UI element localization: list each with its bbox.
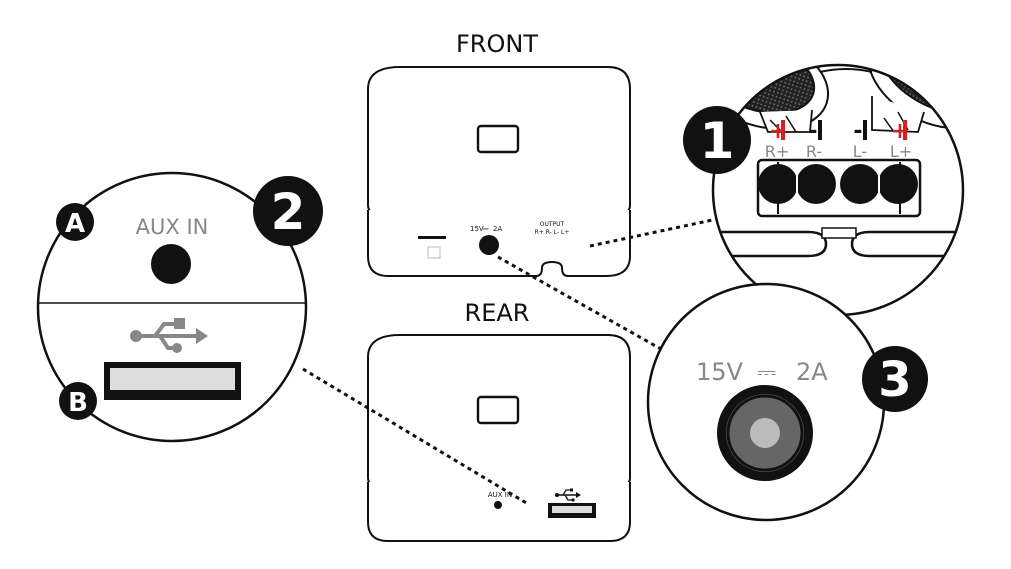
rear-display-window [476, 395, 520, 425]
front-output-label: OUTPUT [540, 221, 565, 228]
callout-2-badge-b-label: B [68, 388, 88, 418]
callout-2-number: 2 [271, 183, 306, 241]
leader-lines [302, 216, 723, 506]
callout-2-aux-label: AUX IN [136, 215, 209, 239]
callout-2-usb-icon [130, 318, 208, 353]
rear-usb-port-inner [552, 506, 592, 513]
callout-1: + R+ - R- - L- + L+ 1 [683, 63, 965, 317]
front-output-pins: R+ R- L- L+ [535, 229, 570, 236]
callout-3-badge [862, 346, 928, 412]
callout-2-usb-port-inner [110, 368, 235, 390]
leader-line-power [497, 255, 669, 355]
callout-3-power-symbol: ⎓ [757, 358, 776, 386]
callout-1-badge [683, 106, 751, 174]
rear-base [367, 482, 631, 542]
front-power-current: 2A [493, 225, 502, 233]
front-power-jack [479, 235, 499, 255]
front-power-label: 15V [470, 225, 484, 233]
polarity-l-minus: - [853, 119, 862, 144]
terminal-label-r-plus: R+ [765, 142, 790, 161]
callout-2-badge-b [59, 382, 97, 420]
callout-3-jack-pin [750, 418, 780, 448]
callout-1-number: 1 [700, 112, 735, 170]
front-base [367, 210, 631, 277]
leader-line-rear [302, 367, 529, 506]
terminal-label-l-plus: L+ [890, 142, 912, 161]
polarity-r-minus: - [808, 119, 817, 144]
terminal-r-minus-screw [796, 164, 836, 204]
callout-2-badge-a-label: A [65, 209, 85, 239]
front-title: FRONT [456, 30, 538, 58]
front-power-symbol: ⎓ [483, 225, 489, 233]
front-display-window [476, 124, 520, 154]
terminal-r-plus-screw [758, 164, 798, 204]
terminal-l-minus-screw [840, 164, 880, 204]
rear-view: REAR AUX IN [367, 299, 631, 542]
terminal-l-plus-screw [878, 164, 918, 204]
callout-2-badge-a [56, 203, 94, 241]
callout-3-number: 3 [878, 352, 911, 408]
rear-usb-icon [555, 488, 581, 502]
callout-3-power-current: 2A [796, 358, 828, 386]
callout-2-badge [253, 176, 323, 246]
front-card-icon [427, 246, 441, 259]
callout-2: AUX IN 2 A B [36, 171, 323, 443]
rear-aux-port [494, 501, 502, 509]
callout-2-aux-port [151, 244, 191, 284]
front-card-slot [418, 236, 446, 239]
leader-line-output [589, 216, 723, 248]
rear-aux-label: AUX IN [488, 491, 512, 499]
terminal-label-l-minus: L- [853, 142, 867, 161]
callout-3-power-label: 15V [696, 358, 744, 386]
rear-title: REAR [465, 299, 530, 327]
terminal-label-r-minus: R- [806, 142, 822, 161]
callout-3: 15V ⎓ 2A 3 [646, 282, 928, 522]
front-view: FRONT 15V ⎓ 2A OUTPUT R+ R- L- L+ [367, 30, 631, 277]
